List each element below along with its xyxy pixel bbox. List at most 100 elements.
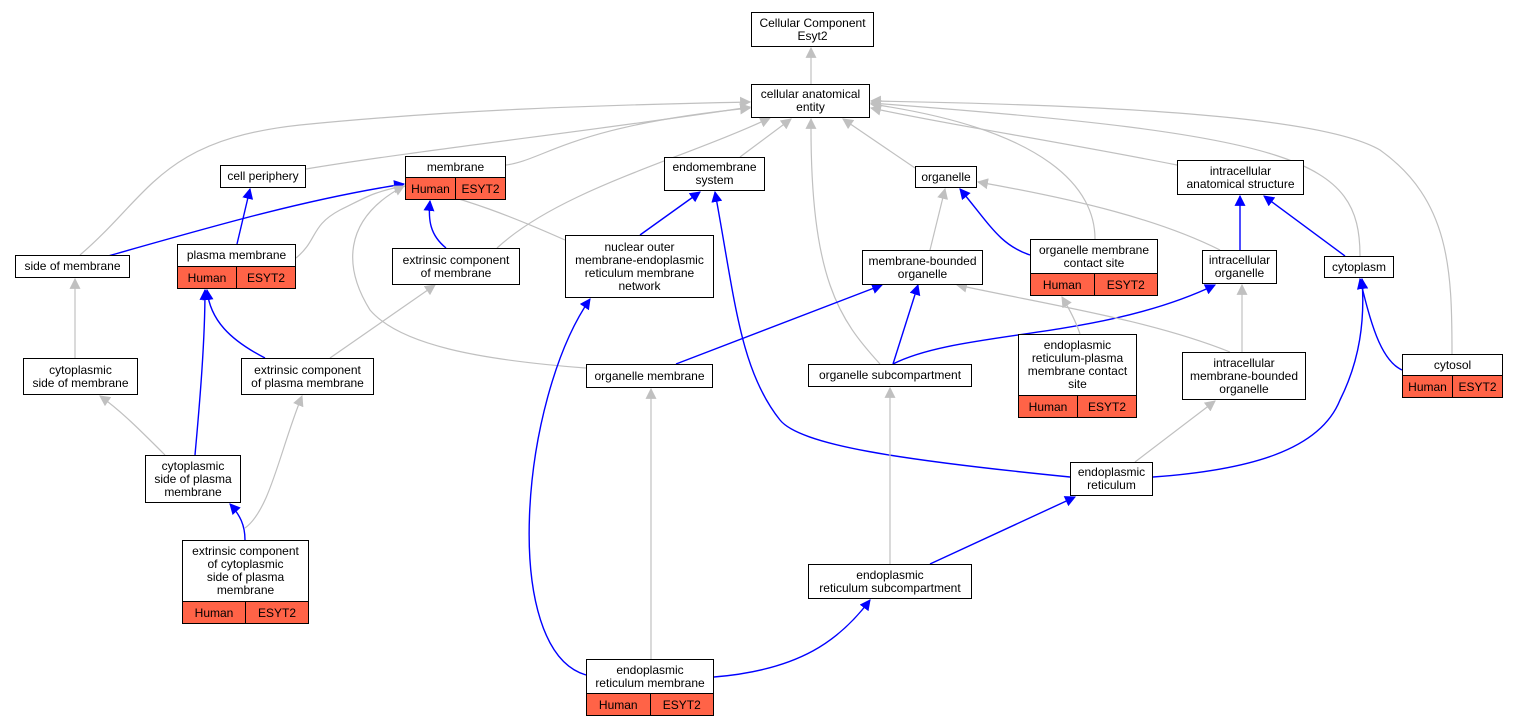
node-label: cell periphery: [227, 169, 299, 183]
node-cellper[interactable]: cell periphery: [220, 165, 306, 188]
node-label: cytoplasm: [1331, 259, 1387, 274]
node-label: organelle: [921, 169, 971, 184]
gene-cell: ESYT2: [245, 602, 308, 623]
edge-cytosol-to-cae: [869, 95, 1453, 355]
edge-ecpm-to-ecm: [329, 284, 436, 359]
edge-cytosol-to-cytoplasm: [1357, 277, 1403, 371]
gene-cell: ESYT2: [1093, 274, 1157, 295]
edge-ecocspm-to-cspm: [229, 503, 246, 541]
edge-orgsub-to-mbo: [892, 283, 921, 365]
node-orgsub[interactable]: organelle subcompartment: [808, 364, 972, 387]
node-io[interactable]: intracellular organelle: [1202, 250, 1277, 284]
edge-orgmem-to-membrane: [352, 185, 587, 369]
edge-cytoplasm-to-cae: [869, 98, 1361, 257]
node-nomerm[interactable]: nuclear outer membrane-endoplasmic retic…: [565, 235, 714, 298]
node-ecocspm[interactable]: extrinsic component of cytoplasmic side …: [182, 540, 309, 624]
node-label: intracellular membrane-bounded organelle: [1189, 355, 1299, 396]
edge-cytoplasm-to-ias: [1263, 195, 1346, 257]
node-csm[interactable]: cytoplasmic side of membrane: [23, 358, 138, 395]
node-ersub[interactable]: endoplasmic reticulum subcompartment: [808, 564, 972, 599]
node-ecm[interactable]: extrinsic component of membrane: [392, 248, 520, 285]
node-label: extrinsic component of plasma membrane: [251, 362, 364, 390]
node-label: organelle subcompartment: [818, 368, 962, 382]
edge-cspm-to-csm: [99, 395, 166, 456]
edge-membrane-to-cae: [505, 103, 752, 166]
edge-sidemem-to-membrane: [79, 180, 406, 265]
node-ias[interactable]: intracellular anatomical structure: [1177, 160, 1304, 195]
edge-pm-to-cellper: [236, 187, 254, 245]
edge-orgsub-to-cae: [805, 117, 881, 365]
node-ecpm[interactable]: extrinsic component of plasma membrane: [241, 358, 374, 395]
gene-cell: ESYT2: [1077, 396, 1136, 417]
node-root[interactable]: Cellular Component Esyt2: [751, 12, 874, 47]
node-mbo[interactable]: membrane-bounded organelle: [862, 250, 983, 285]
node-label: membrane-bounded organelle: [868, 253, 977, 281]
node-label: membrane: [426, 159, 485, 174]
node-label: Cellular Component Esyt2: [759, 15, 866, 43]
node-sidemem[interactable]: side of membrane: [15, 255, 130, 278]
node-label: side of membrane: [24, 259, 121, 273]
node-cytoplasm[interactable]: cytoplasm: [1324, 256, 1394, 278]
node-cae[interactable]: cellular anatomical entity: [751, 84, 870, 118]
edge-mbo-to-organelle: [929, 187, 948, 251]
node-label: cellular anatomical entity: [760, 87, 861, 114]
edge-organelle-to-cae: [842, 118, 916, 169]
species-cell: Human: [406, 178, 455, 199]
edge-er-to-imbo: [1134, 400, 1216, 463]
node-label: cytoplasmic side of membrane: [32, 362, 129, 390]
gene-cell: ESYT2: [1452, 376, 1502, 397]
node-imbo[interactable]: intracellular membrane-bounded organelle: [1182, 352, 1306, 400]
edge-ecm-to-membrane: [423, 199, 447, 249]
gene-cell: ESYT2: [455, 178, 505, 199]
edge-ecpm-to-pm: [202, 288, 266, 359]
node-er[interactable]: endoplasmic reticulum: [1070, 462, 1153, 496]
node-erpmcs[interactable]: endoplasmic reticulum-plasma membrane co…: [1018, 334, 1137, 418]
node-label: cytoplasmic side of plasma membrane: [154, 458, 232, 499]
node-label: extrinsic component of cytoplasmic side …: [192, 544, 299, 597]
edge-endomem-to-cae: [739, 118, 792, 158]
edge-erpmcs-to-omcs: [1061, 296, 1081, 335]
species-cell: Human: [1403, 376, 1452, 397]
species-cell: Human: [178, 267, 236, 288]
node-endomem[interactable]: endomembrane system: [664, 157, 765, 191]
node-label: plasma membrane: [186, 248, 287, 262]
node-label: endoplasmic reticulum: [1077, 465, 1146, 492]
node-label: intracellular anatomical structure: [1186, 163, 1295, 191]
gene-cell: ESYT2: [649, 694, 713, 715]
edge-er-to-endomem: [711, 190, 1071, 478]
edge-omcs-to-organelle: [959, 188, 1031, 256]
node-organelle[interactable]: organelle: [915, 166, 977, 188]
edge-ersub-to-er: [929, 496, 1076, 565]
gene-cell: ESYT2: [236, 267, 295, 288]
edge-nomerm-to-endomem: [639, 191, 701, 236]
node-label: organelle membrane contact site: [1038, 242, 1150, 270]
node-cspm[interactable]: cytoplasmic side of plasma membrane: [145, 455, 241, 503]
species-cell: Human: [1019, 396, 1077, 417]
node-label: endomembrane system: [672, 160, 757, 187]
edge-imbo-to-mbo: [955, 281, 1231, 353]
node-label: organelle membrane: [594, 368, 705, 383]
node-label: endoplasmic reticulum-plasma membrane co…: [1027, 338, 1128, 391]
node-label: endoplasmic reticulum membrane: [595, 662, 705, 690]
edge-pm-to-membrane: [295, 182, 406, 259]
edge-erm-to-nomerm: [528, 298, 591, 676]
edge-orgsub-to-io: [892, 284, 1216, 365]
species-cell: Human: [587, 694, 650, 715]
edge-omcs-to-cae: [869, 99, 1096, 240]
edge-sidemem-to-cae: [79, 96, 752, 256]
node-orgmem[interactable]: organelle membrane: [586, 364, 713, 388]
node-label: endoplasmic reticulum subcompartment: [819, 567, 961, 595]
node-label: cytosol: [1433, 357, 1472, 372]
edge-er-to-cytoplasm: [1152, 277, 1369, 478]
